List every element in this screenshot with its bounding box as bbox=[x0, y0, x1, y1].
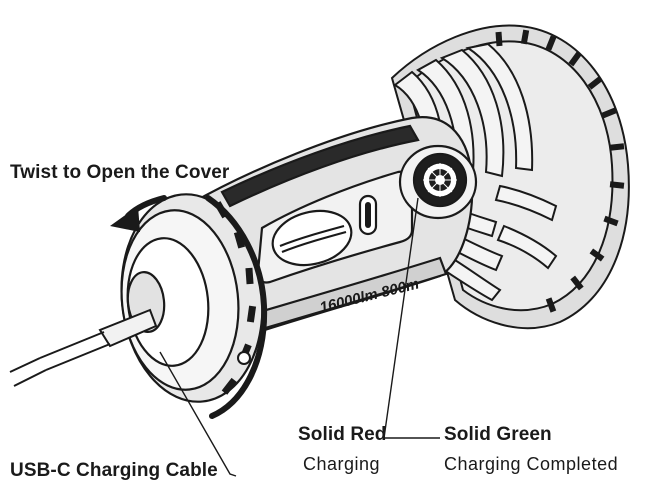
twist-arrow-head bbox=[110, 206, 140, 232]
usb-c-charging-cable bbox=[9, 308, 158, 387]
leader-lines bbox=[159, 197, 440, 477]
tail-cap bbox=[120, 193, 264, 403]
solid-green-label: Solid Green bbox=[444, 424, 552, 445]
usb-cable-label: USB-C Charging Cable bbox=[10, 460, 218, 481]
bezel-grip-notches bbox=[495, 29, 625, 313]
solid-red-label: Solid Red bbox=[298, 424, 387, 445]
charging-label: Charging bbox=[303, 454, 381, 474]
charging-completed-label: Charging Completed bbox=[444, 454, 619, 474]
power-button-knurl bbox=[423, 163, 457, 197]
twist-label: Twist to Open the Cover bbox=[10, 162, 230, 183]
